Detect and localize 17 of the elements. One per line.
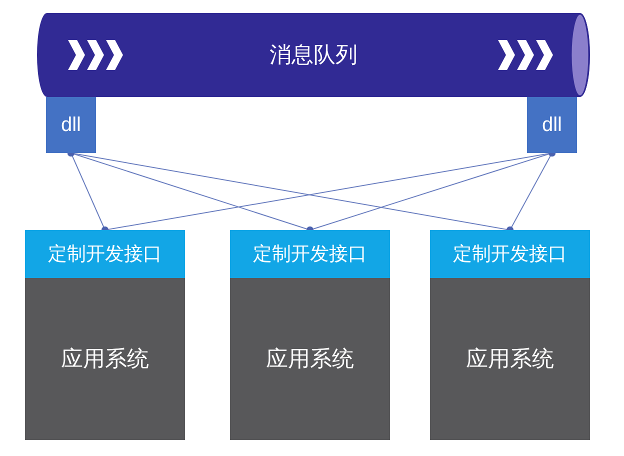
- node-label: 应用系统: [466, 345, 554, 373]
- node-label: 应用系统: [61, 345, 149, 373]
- interface-box: [230, 230, 390, 278]
- node-label: 定制开发接口: [453, 243, 567, 267]
- interface-box: [430, 230, 590, 278]
- node-label: 定制开发接口: [48, 243, 162, 267]
- dll-box: [46, 97, 96, 153]
- node-label: dll: [60, 114, 81, 136]
- node-label: dll: [542, 114, 562, 136]
- node-label: 消息队列: [270, 41, 358, 69]
- system-box: [430, 278, 590, 440]
- system-box: [230, 278, 390, 440]
- dll-box: [527, 97, 577, 153]
- node-label: 定制开发接口: [253, 243, 367, 267]
- node-label: 应用系统: [266, 345, 354, 373]
- system-box: [25, 278, 185, 440]
- interface-box: [25, 230, 185, 278]
